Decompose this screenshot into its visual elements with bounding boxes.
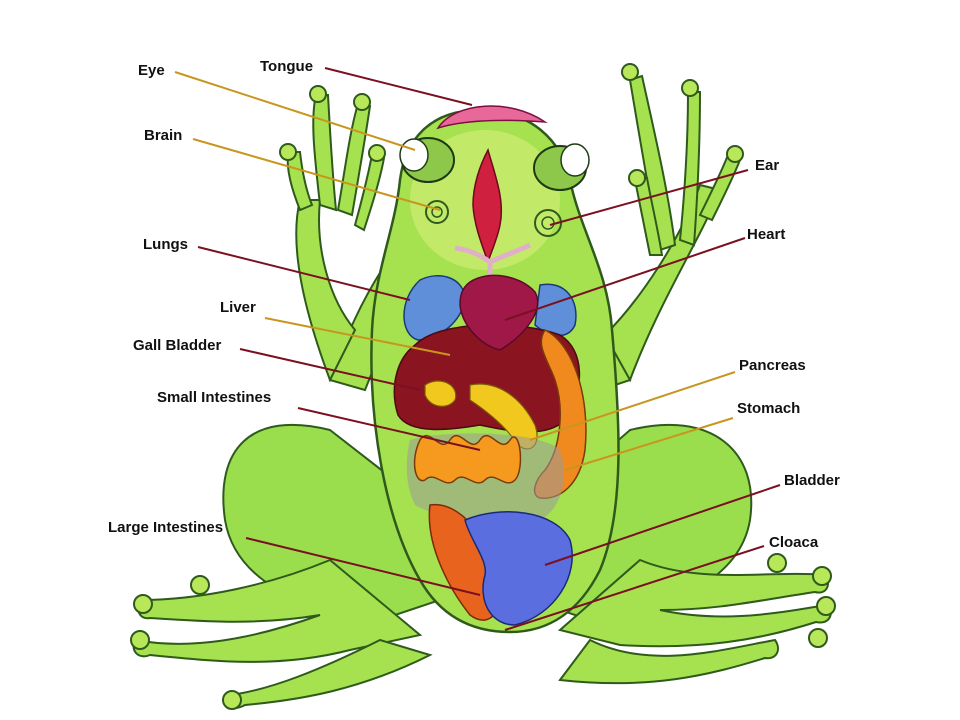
right-hind-leg: [528, 423, 836, 685]
label-brain: Brain: [144, 127, 183, 144]
label-stomach: Stomach: [737, 400, 801, 417]
bladder-shape: [464, 511, 573, 626]
label-lungs: Lungs: [143, 236, 188, 253]
small-intestines-shape: [413, 434, 522, 484]
tongue-shape: [436, 105, 548, 130]
label-heart: Heart: [747, 226, 786, 243]
label-bladder: Bladder: [784, 472, 840, 489]
label-liver: Liver: [220, 299, 256, 316]
label-tongue: Tongue: [260, 58, 314, 75]
label-cloaca: Cloaca: [769, 534, 819, 551]
label-gall-bladder: Gall Bladder: [133, 337, 222, 354]
ears: [425, 200, 562, 237]
leader-lines: [174, 67, 781, 631]
gall-bladder-shape: [424, 380, 457, 407]
label-small-intestines: Small Intestines: [157, 389, 272, 406]
label-ear: Ear: [755, 157, 780, 174]
label-pancreas: Pancreas: [739, 357, 806, 374]
eyes: [399, 137, 590, 191]
heart-shape: [459, 274, 539, 351]
label-large-intestines: Large Intestines: [108, 519, 224, 536]
label-eye: Eye: [138, 62, 165, 79]
